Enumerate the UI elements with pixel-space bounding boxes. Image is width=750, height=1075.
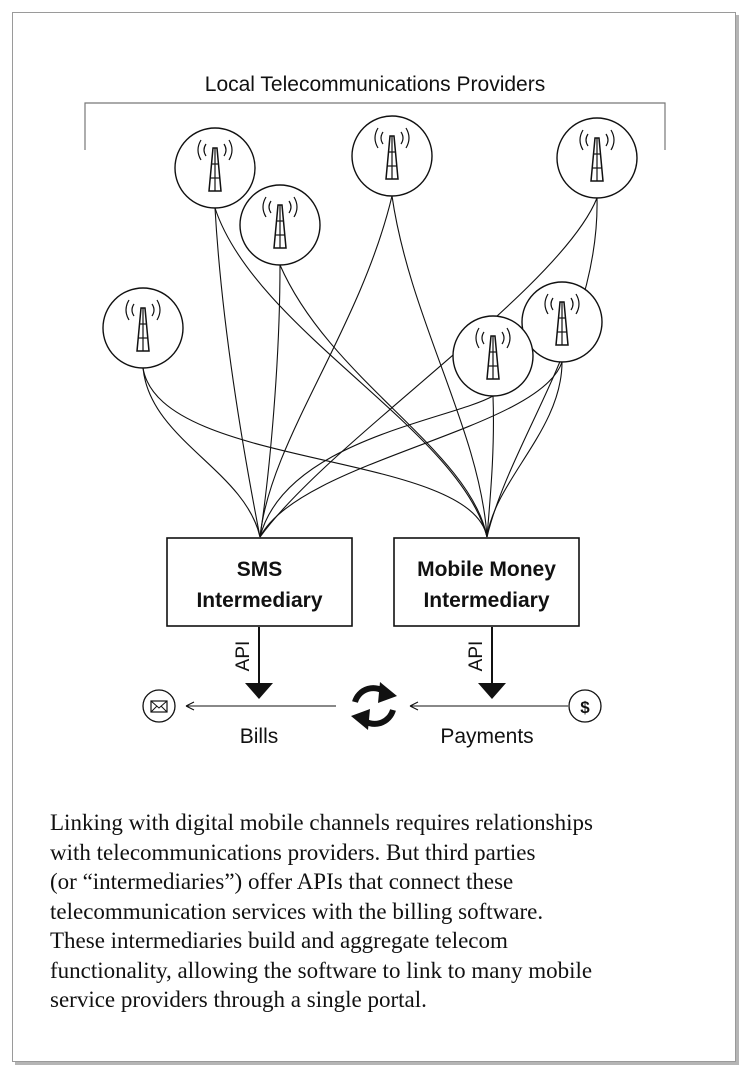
caption-line: (or “intermediaries”) offer APIs that co… bbox=[50, 869, 514, 894]
sms-intermediary-box: SMS Intermediary bbox=[166, 537, 353, 627]
caption-line: with telecommunications providers. But t… bbox=[50, 839, 536, 865]
figure-caption: Linking with digital mobile channels req… bbox=[50, 808, 722, 1015]
sms-api-arrow: API bbox=[233, 627, 273, 699]
payments-flow-arrow bbox=[409, 701, 568, 711]
mobile-money-api-arrow: API bbox=[466, 627, 506, 699]
payments-label: Payments bbox=[440, 725, 533, 748]
cell-tower-icon bbox=[556, 117, 638, 199]
caption-line: Linking with digital mobile channels req… bbox=[50, 810, 593, 835]
dollar-symbol: $ bbox=[580, 698, 590, 717]
caption-line: telecommunication services with the bill… bbox=[50, 898, 544, 924]
sms-intermediary-line1: SMS bbox=[237, 558, 283, 581]
mobile-money-intermediary-box: Mobile Money Intermediary bbox=[393, 537, 580, 627]
sms-intermediary-line2: Intermediary bbox=[196, 589, 322, 612]
diagram-title: Local Telecommunications Providers bbox=[205, 73, 545, 96]
caption-line: functionality, allowing the software to … bbox=[50, 957, 593, 983]
bills-flow-arrow bbox=[185, 701, 336, 711]
cell-tower-icon bbox=[521, 281, 603, 363]
cell-tower-icon bbox=[351, 115, 433, 197]
bills-label: Bills bbox=[240, 725, 279, 748]
caption-line: These intermediaries build and aggregate… bbox=[50, 928, 508, 953]
envelope-icon bbox=[142, 689, 176, 723]
mobile-money-intermediary-line1: Mobile Money bbox=[417, 558, 556, 581]
cell-tower-icon bbox=[239, 184, 321, 266]
cell-tower-icon bbox=[174, 127, 256, 209]
sms-api-label: API bbox=[233, 641, 254, 672]
provider-bracket bbox=[84, 102, 666, 150]
dollar-coin-icon: $ bbox=[568, 689, 602, 723]
cell-tower-icon bbox=[102, 287, 184, 369]
mobile-money-intermediary-line2: Intermediary bbox=[423, 589, 549, 612]
connection-lines bbox=[142, 195, 598, 538]
cell-tower-icon bbox=[452, 315, 534, 397]
caption-line: service providers through a single porta… bbox=[50, 987, 427, 1012]
mobile-money-api-label: API bbox=[466, 641, 487, 672]
refresh-cycle-icon bbox=[351, 682, 397, 730]
